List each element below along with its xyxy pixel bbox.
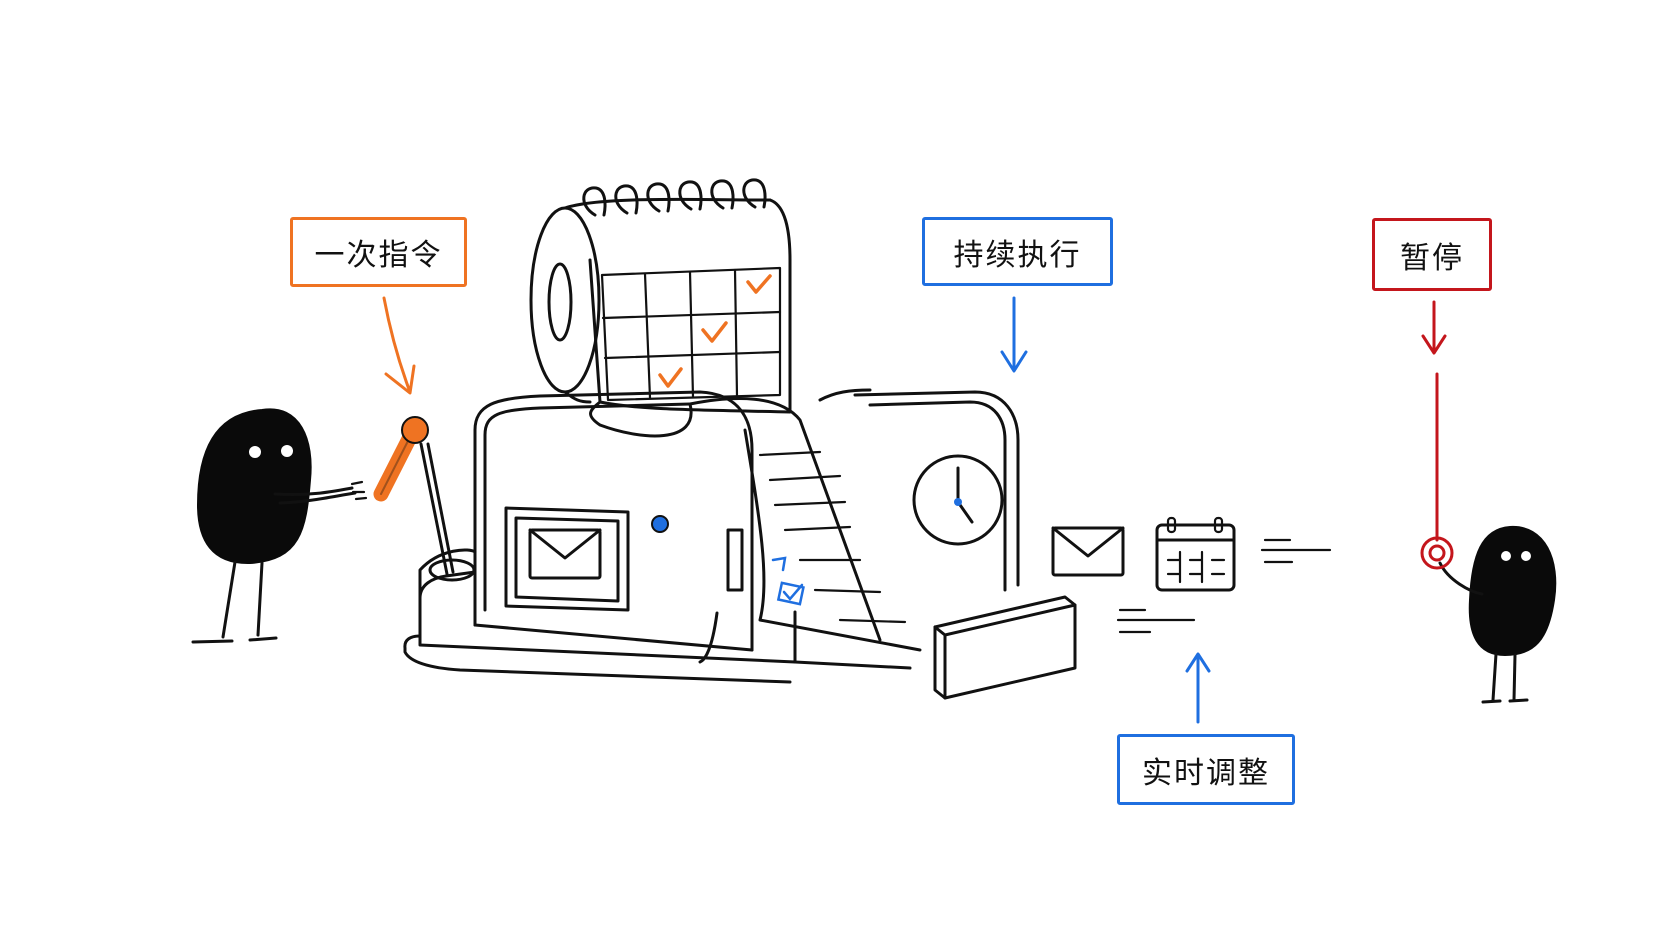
lever-icon xyxy=(373,416,455,576)
left-character-eye xyxy=(281,445,293,457)
label-continuous-execution: 持续执行 xyxy=(922,217,1113,286)
right-character-eye xyxy=(1521,551,1531,561)
scheduler-machine xyxy=(403,388,1077,700)
calendar-icon xyxy=(1155,516,1236,592)
left-character-eye xyxy=(249,446,261,458)
label-continuous-execution-text: 持续执行 xyxy=(953,237,1082,273)
label-once-command: 一次指令 xyxy=(290,217,467,287)
right-character-eye xyxy=(1501,551,1511,561)
label-pause-text: 暂停 xyxy=(1400,240,1464,276)
checkbox-icon xyxy=(771,556,805,606)
calendar-icon xyxy=(529,178,792,438)
label-pause: 暂停 xyxy=(1372,218,1492,291)
arrow-pause xyxy=(1421,300,1447,355)
arrow-once xyxy=(382,296,416,395)
flow-items xyxy=(1051,516,1332,634)
left-character-body xyxy=(196,408,312,565)
arrow-continuous xyxy=(1000,296,1028,373)
label-realtime-adjust-text: 实时调整 xyxy=(1142,755,1270,791)
label-once-command-text: 一次指令 xyxy=(314,238,443,273)
right-character xyxy=(1438,525,1557,704)
arrow-adjust xyxy=(1185,652,1211,724)
right-character-body xyxy=(1468,525,1557,657)
envelope-icon xyxy=(1051,526,1125,577)
envelope-icon xyxy=(528,528,602,580)
pause-switch-icon xyxy=(1420,372,1454,570)
calendar-rings xyxy=(582,178,767,217)
left-character xyxy=(191,408,368,644)
label-realtime-adjust: 实时调整 xyxy=(1117,734,1295,805)
clock-icon xyxy=(912,454,1004,546)
status-light xyxy=(651,515,669,533)
